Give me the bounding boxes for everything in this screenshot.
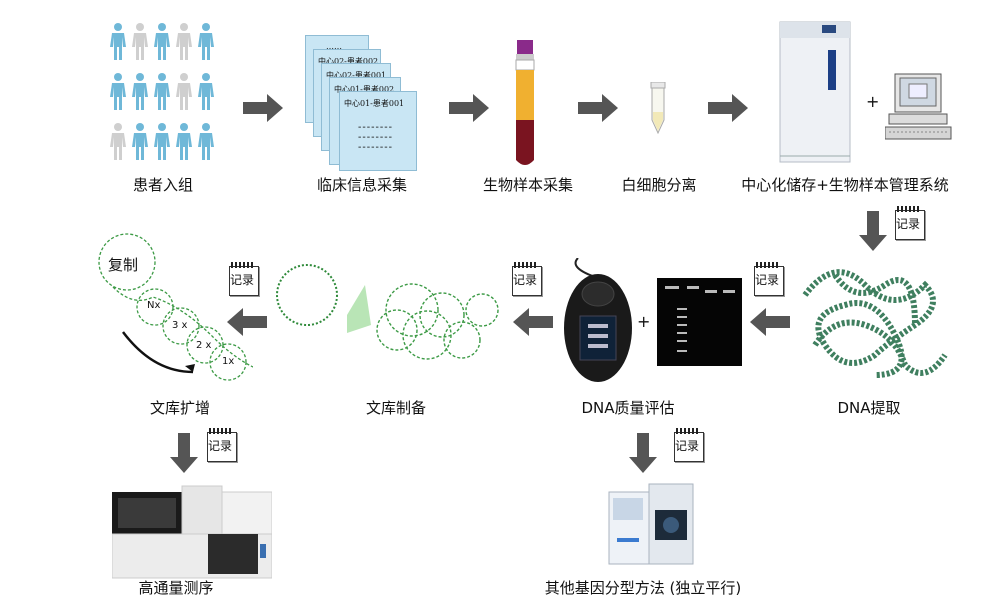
- doc-label: 中心01-患者002: [334, 85, 395, 94]
- record-note: 记录: [510, 262, 542, 296]
- doc-label: ……: [326, 42, 342, 51]
- arrow-down-icon: [859, 211, 887, 251]
- sequencer-icon: [112, 485, 272, 579]
- cycle-label: 3 x: [172, 320, 188, 331]
- library-amplification-illustration: [98, 233, 253, 381]
- record-label: 记录: [755, 273, 780, 287]
- cycle-label: 1x: [222, 356, 235, 367]
- doc-lines: --------: [358, 142, 394, 153]
- record-label: 记录: [230, 273, 255, 287]
- replicate-label: 复制: [108, 256, 139, 274]
- doc-label: 中心01-患者001: [344, 99, 405, 108]
- record-label: 记录: [513, 273, 538, 287]
- arrow-right-icon: [243, 94, 283, 122]
- arrow-left-icon: [750, 308, 790, 336]
- step-label-clinical-info: 临床信息采集: [316, 176, 408, 194]
- dna-strand-icon: [802, 269, 948, 378]
- genotyping-instrument-icon: [608, 483, 694, 565]
- arrow-left-icon: [227, 308, 267, 336]
- record-note: 记录: [752, 262, 784, 296]
- step-label-ngs: 高通量测序: [138, 579, 214, 597]
- record-label: 记录: [675, 439, 700, 453]
- arrow-down-icon: [629, 433, 657, 473]
- doc-lines: --------: [358, 122, 394, 133]
- clinical-documents: …… 中心02-患者002 中心02-患者001 中心01-患者002 中心01…: [305, 35, 425, 171]
- doc-label: 中心02-患者001: [326, 71, 387, 80]
- centrifuge-tube-icon: [650, 82, 666, 134]
- cycle-label: 2 x: [196, 340, 212, 351]
- step-label-library-prep: 文库制备: [365, 399, 427, 417]
- freezer-icon: [779, 21, 851, 163]
- arrow-right-icon: [578, 94, 618, 122]
- library-prep-illustration: [276, 264, 499, 360]
- step-label-patients: 患者入组: [132, 176, 194, 194]
- record-label: 记录: [896, 217, 921, 231]
- record-note: 记录: [672, 428, 704, 462]
- doc-lines: --------: [358, 132, 394, 143]
- step-label-central-storage: 中心化储存+生物样本管理系统: [741, 176, 949, 194]
- blood-tube-icon: [515, 40, 535, 165]
- computer-icon: [885, 73, 952, 140]
- record-note: 记录: [227, 262, 259, 296]
- doc-label: 中心02-患者002: [318, 57, 379, 66]
- arrow-left-icon: [513, 308, 553, 336]
- record-note: 记录: [893, 206, 925, 240]
- arrow-right-icon: [449, 94, 489, 122]
- record-label: 记录: [208, 439, 233, 453]
- plus-sign: +: [637, 312, 651, 331]
- gel-electrophoresis-image: [657, 278, 742, 366]
- record-note: 记录: [205, 428, 237, 462]
- cycle-label: Nx: [147, 300, 161, 311]
- step-label-dna-extraction: DNA提取: [837, 399, 901, 417]
- spectrophotometer-icon: [564, 258, 632, 382]
- arrow-right-icon: [708, 94, 748, 122]
- step-label-wbc-separation: 白细胞分离: [621, 176, 697, 194]
- plus-sign: +: [866, 92, 880, 111]
- patients-icon: [110, 23, 214, 160]
- arrow-down-icon: [170, 433, 198, 473]
- step-label-library-amp: 文库扩增: [149, 399, 211, 417]
- step-label-bio-sample: 生物样本采集: [482, 176, 574, 194]
- step-label-other-genotyping: 其他基因分型方法 (独立平行): [544, 579, 742, 597]
- step-label-dna-qc: DNA质量评估: [581, 399, 675, 417]
